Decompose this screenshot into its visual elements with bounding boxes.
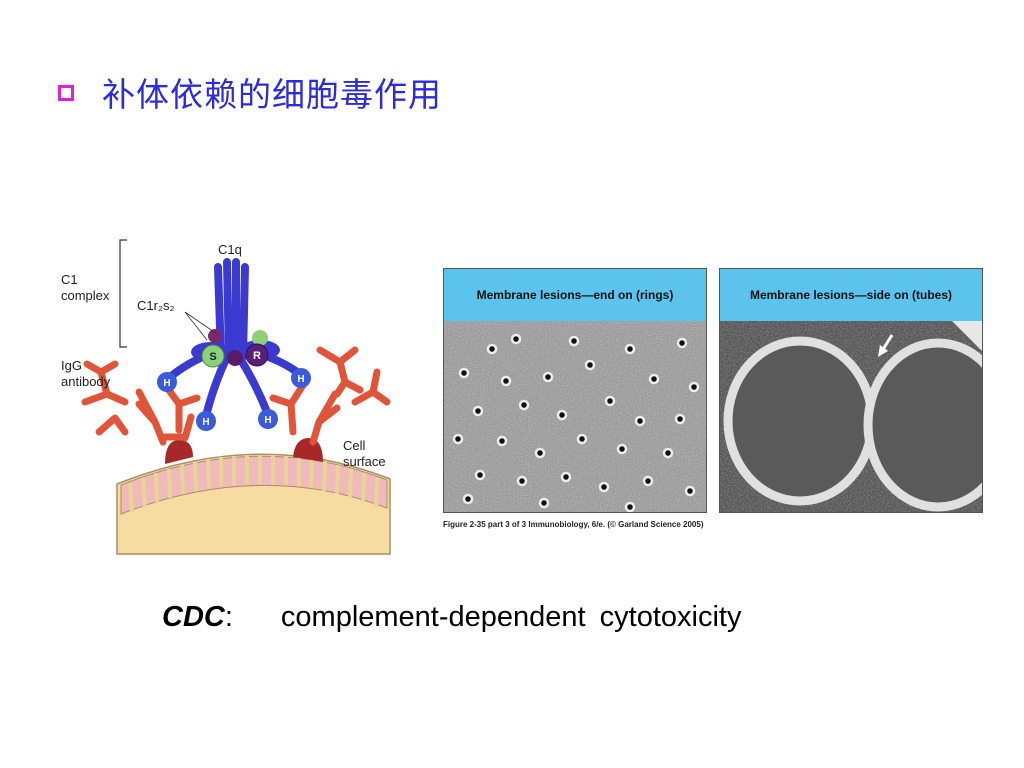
cdc-definition: CDC: complement-dependent cytotoxicity — [162, 601, 741, 634]
micrograph-tubes-image — [720, 321, 982, 512]
micrograph-panel-rings: Membrane lesions—end on (rings) — [443, 268, 707, 513]
c1r-small-left — [208, 329, 222, 343]
c1-label: C1 — [61, 272, 78, 287]
membrane-rings — [452, 333, 700, 512]
cell-membrane — [116, 453, 391, 555]
c1q-stalks — [166, 258, 304, 416]
c1s-subunit — [201, 344, 225, 368]
head-label-4: H — [297, 374, 304, 385]
cdc-separator: : — [224, 601, 233, 633]
vesicle-right — [863, 338, 982, 512]
c1s-label: S — [209, 351, 216, 363]
slide-title: 补体依赖的细胞毒作用 — [102, 75, 442, 114]
figure-credit: Figure 2-35 part 3 of 3 Immunobiology, 6… — [443, 520, 704, 529]
cell-label: Cell — [343, 438, 366, 453]
head-label-3: H — [264, 415, 271, 426]
surface-label: surface — [343, 454, 386, 469]
antigen-left — [165, 440, 193, 464]
antibody-label: antibody — [61, 374, 111, 389]
complex-label: complex — [61, 288, 110, 303]
c1q-label: C1q — [218, 242, 242, 257]
micrograph-title-rings: Membrane lesions—end on (rings) — [444, 269, 706, 321]
head-label-1: H — [163, 378, 170, 389]
c1r-center — [227, 350, 243, 366]
c1r-label: R — [253, 350, 261, 362]
title-bullet-icon — [58, 85, 74, 101]
igg-antibodies — [81, 346, 391, 446]
cdc-full-name: complement-dependent cytotoxicity — [280, 601, 742, 633]
corner-highlight — [952, 321, 982, 351]
c1r2s2-leader-2 — [184, 311, 218, 335]
micrograph-rings-image — [444, 321, 706, 512]
c1r2s2-label: C1r₂s₂ — [137, 298, 175, 313]
vesicle-left — [723, 336, 877, 506]
micrograph-panel-tubes: Membrane lesions—side on (tubes) — [719, 268, 983, 513]
micrograph-title-tubes: Membrane lesions—side on (tubes) — [720, 269, 982, 321]
arrow-icon — [878, 334, 894, 357]
cdc-abbreviation: CDC — [162, 601, 225, 633]
c1q-heads — [157, 368, 311, 431]
c1r-subunit — [245, 343, 269, 367]
c1-complex-diagram: S R H H H H C1q C1 complex C1r₂s₂ IgG an… — [61, 239, 391, 555]
c1r2s2-leader-1 — [184, 311, 208, 341]
c1-complex-bracket — [119, 239, 127, 348]
head-label-2: H — [202, 417, 209, 428]
igg-label: IgG — [61, 358, 82, 373]
c1s-small-right — [252, 330, 268, 346]
